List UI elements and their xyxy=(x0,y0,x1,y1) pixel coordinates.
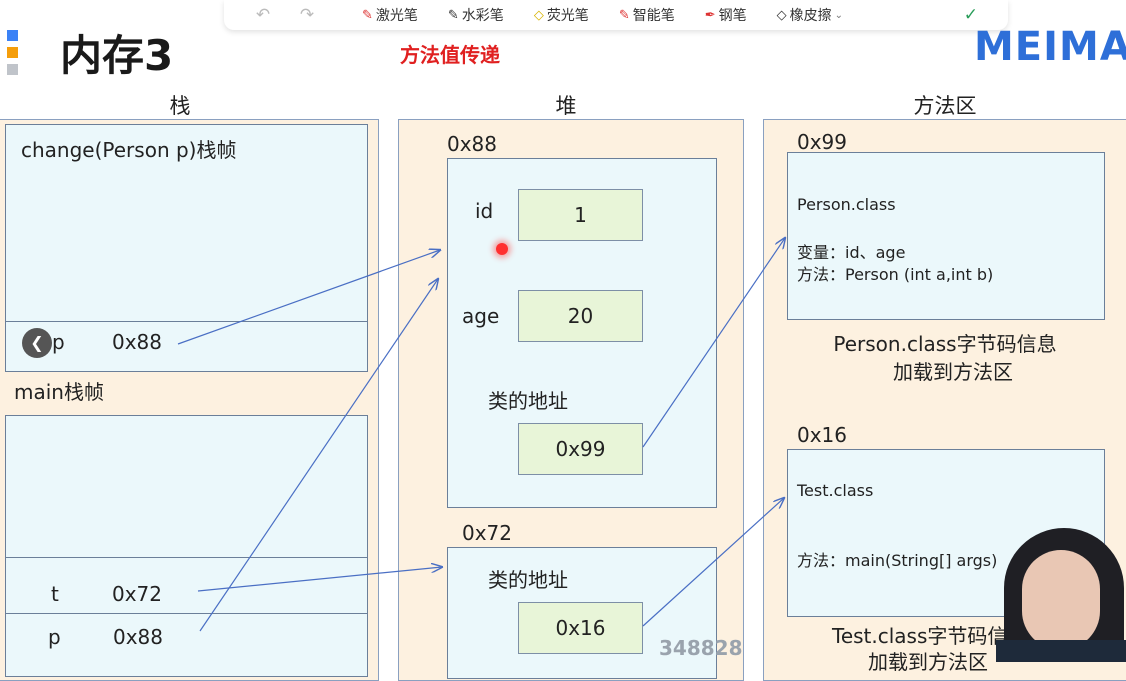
arrow-main-p-to-obj1 xyxy=(199,279,438,632)
reference-arrows xyxy=(177,0,1126,632)
person-class-caption-1: Person.class字节码信息 xyxy=(833,332,1057,356)
smart-pen-tool[interactable]: ✎ 智能笔 xyxy=(619,5,675,25)
redo-icon[interactable]: ↷ xyxy=(299,5,315,25)
highlighter-icon: ◇ xyxy=(533,7,544,23)
frame-divider xyxy=(6,321,367,322)
annotation-toolbar: ↶ ↷ ✎ 激光笔 ✎ 水彩笔 ◇ 荧光笔 ✎ 智能笔 ✒ 钢笔 ◇ 橡皮擦 ⌄… xyxy=(224,0,1008,30)
brand-logo: MEIMA xyxy=(974,24,1126,70)
laser-pointer-dot xyxy=(496,243,508,255)
main-stack-frame xyxy=(5,415,368,677)
page-title: 内存3 xyxy=(60,31,174,80)
obj2-class-address-value: 0x16 xyxy=(518,602,643,654)
main-var-p-name: p xyxy=(48,625,61,649)
eraser-label: 橡皮擦 xyxy=(789,8,832,24)
heap-obj2-address: 0x72 xyxy=(462,521,513,545)
page-subtitle: 方法值传递 xyxy=(400,43,500,67)
fountain-pen-tool[interactable]: ✒ 钢笔 xyxy=(705,5,747,25)
change-var-value: 0x88 xyxy=(112,330,163,354)
fountain-pen-label: 钢笔 xyxy=(718,8,747,24)
change-var-name: p xyxy=(52,330,65,354)
smart-pen-label: 智能笔 xyxy=(632,8,675,24)
undo-icon[interactable]: ↶ xyxy=(255,5,271,25)
person-class-box xyxy=(787,152,1105,320)
person-class-name: Person.class xyxy=(797,195,896,214)
person-class-caption-2: 加载到方法区 xyxy=(893,360,1013,384)
eraser-icon: ◇ xyxy=(776,7,787,23)
frame-divider xyxy=(6,557,367,558)
highlighter-tool[interactable]: ◇ 荧光笔 xyxy=(534,5,589,25)
field-age-value: 20 xyxy=(518,290,643,342)
back-nav-button[interactable]: ❮ xyxy=(22,328,52,358)
main-var-t-name: t xyxy=(51,582,59,606)
field-id-label: id xyxy=(475,199,494,223)
laser-pen-tool[interactable]: ✎ 激光笔 xyxy=(362,5,418,25)
arrow-obj2-to-test-class xyxy=(642,498,784,627)
class-address-value: 0x99 xyxy=(518,423,643,475)
field-age-label: age xyxy=(462,304,500,328)
fountain-pen-icon: ✒ xyxy=(704,7,716,23)
test-class-caption-1: Test.class字节码信 xyxy=(832,624,1008,648)
highlighter-label: 荧光笔 xyxy=(546,8,589,24)
arrow-change-p-to-obj1 xyxy=(177,250,440,345)
field-id-value: 1 xyxy=(518,189,643,241)
eraser-tool[interactable]: ◇ 橡皮擦 ⌄ xyxy=(777,5,843,25)
person-class-vars: 变量：id、age xyxy=(797,243,906,262)
heap-obj1-address: 0x88 xyxy=(447,132,498,156)
heap-column-title: 堆 xyxy=(555,94,577,118)
change-stack-frame xyxy=(5,124,368,372)
frame-divider xyxy=(6,613,367,614)
arrow-obj1-to-person-class xyxy=(642,238,785,448)
method-box1-address: 0x99 xyxy=(797,130,848,154)
watercolor-pen-tool[interactable]: ✎ 水彩笔 xyxy=(448,5,504,25)
chevron-left-icon: ❮ xyxy=(30,333,44,352)
test-class-methods: 方法：main(String[] args) xyxy=(797,551,998,570)
person-class-methods: 方法：Person (int a,int b) xyxy=(797,265,994,284)
obj2-class-address-label: 类的地址 xyxy=(488,568,568,592)
change-frame-label: change(Person p)栈帧 xyxy=(21,138,237,162)
main-var-p-value: 0x88 xyxy=(113,625,164,649)
laser-pen-label: 激光笔 xyxy=(375,8,418,24)
presenter-video xyxy=(996,520,1126,662)
smart-pen-icon: ✎ xyxy=(618,7,630,23)
class-address-label: 类的地址 xyxy=(488,389,568,413)
main-var-t-value: 0x72 xyxy=(112,582,163,606)
stack-column-title: 栈 xyxy=(169,94,191,118)
test-class-name: Test.class xyxy=(797,481,874,500)
check-icon[interactable]: ✓ xyxy=(963,5,978,25)
main-frame-label: main栈帧 xyxy=(14,380,104,404)
arrow-main-t-to-obj2 xyxy=(197,567,442,592)
method-area-column-title: 方法区 xyxy=(913,94,977,118)
logo-bars-icon xyxy=(7,30,18,76)
method-box2-address: 0x16 xyxy=(797,423,848,447)
chevron-down-icon[interactable]: ⌄ xyxy=(834,9,844,21)
laser-pen-icon: ✎ xyxy=(362,7,373,23)
watercolor-pen-icon: ✎ xyxy=(447,7,459,23)
watercolor-pen-label: 水彩笔 xyxy=(461,8,504,24)
watermark-text: 348828 xyxy=(659,636,743,660)
